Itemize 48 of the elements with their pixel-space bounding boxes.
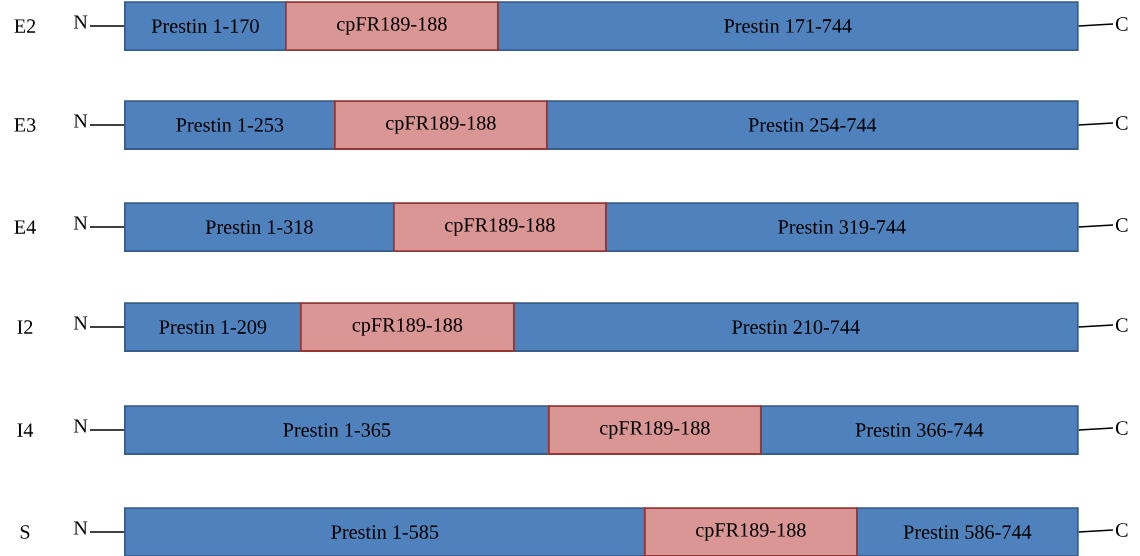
connector-line <box>1077 224 1114 228</box>
row-label: E2 <box>14 19 36 33</box>
segment-box: Prestin 171-744 <box>497 1 1079 51</box>
terminal-label: C <box>1115 116 1128 130</box>
terminal-label: C <box>1115 523 1128 537</box>
segment-box: Prestin 366-744 <box>760 405 1079 455</box>
insert-box: cpFR189-188 <box>285 1 499 51</box>
insert-box: cpFR189-188 <box>300 302 515 352</box>
segment-box: Prestin 1-209 <box>124 302 302 352</box>
segment-box: Prestin 1-318 <box>124 202 395 252</box>
connector-line <box>89 531 125 533</box>
connector-line <box>89 25 125 27</box>
terminal-label: N <box>73 114 88 128</box>
terminal-label: C <box>1115 318 1128 332</box>
segment-box: Prestin 210-744 <box>513 302 1079 352</box>
terminal-label: C <box>1115 218 1128 232</box>
connector-line <box>1077 122 1114 126</box>
connector-line <box>89 226 125 228</box>
connector-line <box>1077 529 1114 533</box>
terminal-label: N <box>73 521 88 535</box>
row-label: E3 <box>14 118 36 132</box>
insert-box: cpFR189-188 <box>334 100 548 150</box>
segment-box: Prestin 254-744 <box>546 100 1079 150</box>
connector-line <box>89 429 125 431</box>
terminal-label: N <box>73 15 88 29</box>
connector-line <box>1077 324 1114 328</box>
terminal-label: N <box>73 419 88 433</box>
insert-box: cpFR189-188 <box>548 405 762 455</box>
connector-line <box>89 124 125 126</box>
row-label: I4 <box>17 423 34 437</box>
segment-box: Prestin 1-365 <box>124 405 550 455</box>
segment-box: Prestin 1-170 <box>124 1 287 51</box>
segment-box: Prestin 1-253 <box>124 100 336 150</box>
terminal-label: N <box>73 316 88 330</box>
connector-line <box>1077 427 1114 431</box>
segment-box: Prestin 586-744 <box>856 507 1079 556</box>
row-label: I2 <box>17 320 33 334</box>
terminal-label: N <box>73 216 88 230</box>
segment-box: Prestin 1-585 <box>124 507 646 556</box>
row-label: E4 <box>14 220 36 234</box>
insert-box: cpFR189-188 <box>393 202 607 252</box>
row-label: S <box>20 525 30 539</box>
terminal-label: C <box>1115 421 1128 435</box>
insert-box: cpFR189-188 <box>644 507 858 556</box>
connector-line <box>1077 23 1114 27</box>
terminal-label: C <box>1115 17 1128 31</box>
connector-line <box>89 326 125 328</box>
segment-box: Prestin 319-744 <box>605 202 1079 252</box>
